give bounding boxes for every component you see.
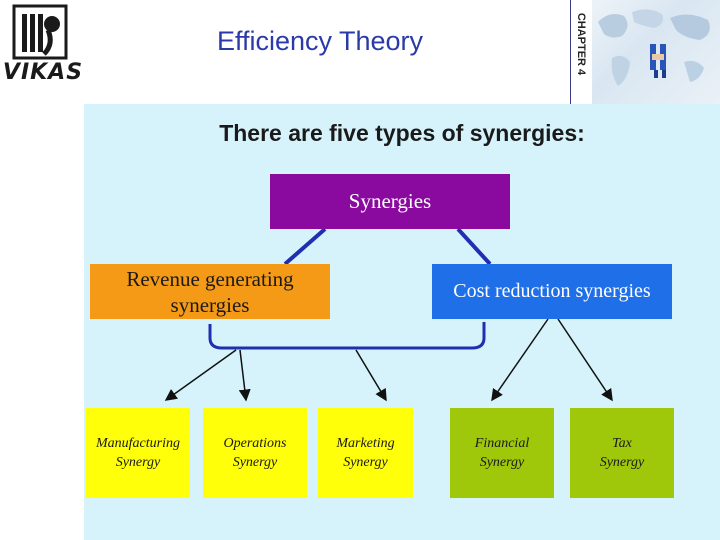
revenue-generating-box: Revenue generating synergies [90, 264, 330, 319]
page-title: Efficiency Theory [216, 26, 424, 56]
arrow-to-financial [491, 318, 549, 402]
manufacturing-synergy-box: Manufacturing Synergy [86, 408, 190, 498]
cost-reduction-label: Cost reduction synergies [453, 280, 651, 302]
operations-synergy-label: Synergy [232, 455, 278, 470]
marketing-label: Marketing [336, 436, 395, 451]
arrow-to-manufacturing [164, 349, 237, 401]
manufacturing-synergy-label: Synergy [115, 455, 161, 470]
left-margin-strip [0, 0, 84, 540]
logo-text: VIKAS [2, 60, 84, 85]
operations-synergy-box: Operations Synergy [203, 408, 307, 498]
synergies-root-label: Synergies [348, 189, 432, 213]
revenue-bracket-connector [208, 322, 486, 350]
financial-synergy-box: Financial Synergy [450, 408, 554, 498]
manufacturing-label: Manufacturing [96, 436, 180, 451]
root-to-cost-connector [456, 227, 492, 266]
subtitle: There are five types of synergies: [219, 120, 585, 146]
tax-synergy-label: Synergy [599, 455, 645, 470]
cost-reduction-box: Cost reduction synergies [432, 264, 672, 319]
marketing-synergy-box: Marketing Synergy [318, 408, 413, 498]
root-to-revenue-connector [283, 227, 327, 266]
header-band [84, 0, 570, 104]
financial-synergy-label: Synergy [479, 455, 525, 470]
vikas-logo-icon [12, 4, 68, 60]
marketing-synergy-label: Synergy [343, 455, 388, 470]
revenue-generating-label: Revenue generating synergies [126, 266, 294, 317]
operations-label: Operations [223, 436, 287, 451]
synergies-root-box: Synergies [270, 174, 510, 229]
tax-label: Tax [612, 436, 632, 451]
tax-synergy-box: Tax Synergy [570, 408, 674, 498]
arrow-to-marketing [355, 349, 387, 402]
arrow-to-operations [238, 349, 251, 402]
arrow-to-tax [557, 318, 613, 402]
world-map-handshake-image [592, 0, 720, 104]
financial-label: Financial [474, 436, 530, 451]
